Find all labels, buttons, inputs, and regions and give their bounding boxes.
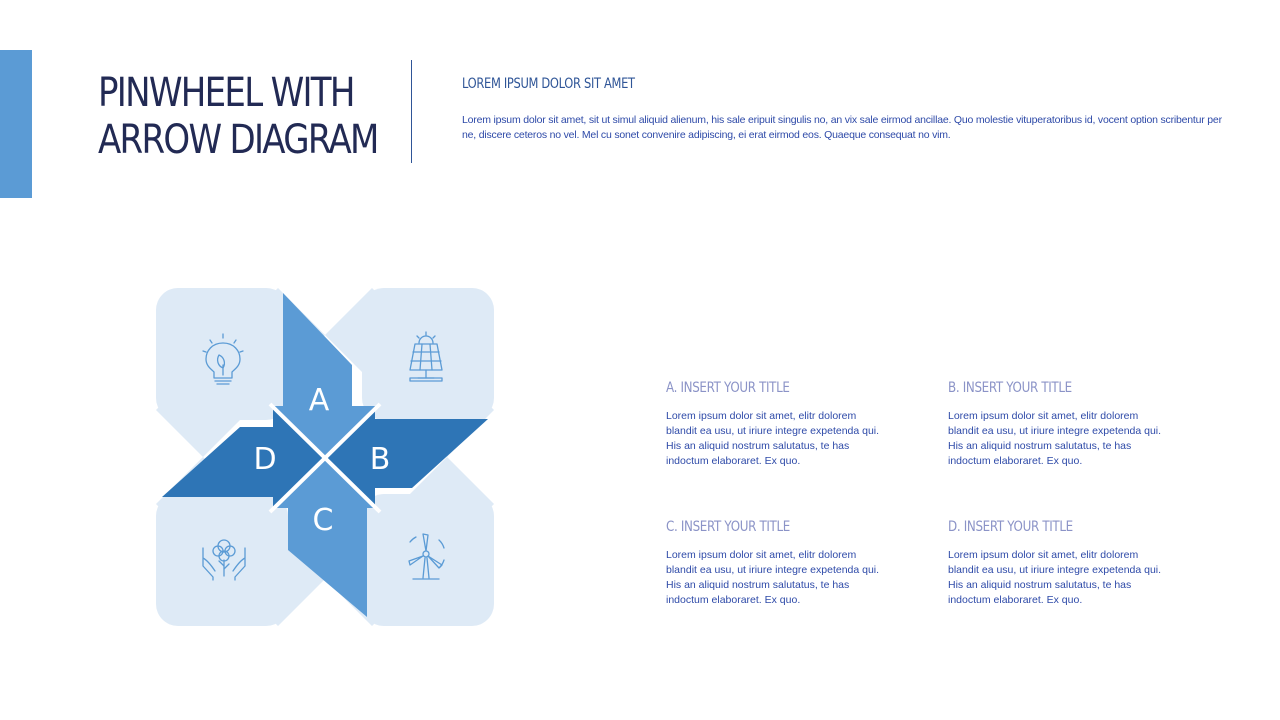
wind-turbine-icon (408, 533, 445, 580)
band-top-right (325, 288, 494, 457)
arrow-segment-c (273, 457, 378, 617)
item-b-text: Lorem ipsum dolor sit amet, elitr dolore… (948, 410, 1162, 467)
arrow-segment-d (162, 406, 325, 508)
segment-letter-b: B (370, 442, 391, 477)
page-title: PINWHEEL WITH ARROW DIAGRAM (98, 70, 379, 164)
lightbulb-leaf-icon (202, 333, 244, 385)
segment-letter-c: C (313, 503, 334, 538)
title-line-1: PINWHEEL WITH (98, 70, 355, 116)
separator-diagonal-2 (268, 402, 382, 514)
item-a-title: A. INSERT YOUR TITLE (666, 380, 790, 396)
band-bottom-right (325, 457, 494, 626)
band-bottom-left (156, 457, 325, 626)
item-d: D. INSERT YOUR TITLE Lorem ipsum dolor s… (948, 519, 1168, 608)
item-a-text: Lorem ipsum dolor sit amet, elitr dolore… (666, 410, 880, 467)
solar-panel-icon (409, 331, 443, 382)
item-d-title: D. INSERT YOUR TITLE (948, 519, 1073, 535)
item-a: A. INSERT YOUR TITLE Lorem ipsum dolor s… (666, 380, 886, 469)
title-line-2: ARROW DIAGRAM (98, 117, 379, 163)
pinwheel-svg: A B C D (156, 288, 494, 626)
band-top-left (156, 288, 325, 457)
item-b-title: B. INSERT YOUR TITLE (948, 380, 1072, 396)
arrow-segment-b (325, 406, 488, 508)
item-c-title: C. INSERT YOUR TITLE (666, 519, 790, 535)
item-b: B. INSERT YOUR TITLE Lorem ipsum dolor s… (948, 380, 1168, 469)
item-d-text: Lorem ipsum dolor sit amet, elitr dolore… (948, 549, 1162, 606)
pinwheel-diagram: A B C D (150, 282, 500, 632)
segment-letter-a: A (309, 383, 330, 418)
section-subtitle: LOREM IPSUM DOLOR SIT AMET (462, 76, 635, 92)
header-divider (411, 60, 412, 163)
segment-letter-d: D (253, 442, 276, 477)
arrow-segment-a (270, 293, 375, 457)
accent-bar (0, 50, 32, 198)
intro-paragraph: Lorem ipsum dolor sit amet, sit ut simul… (462, 114, 1222, 141)
hands-tree-icon (202, 539, 246, 581)
item-c-text: Lorem ipsum dolor sit amet, elitr dolore… (666, 549, 880, 606)
item-c: C. INSERT YOUR TITLE Lorem ipsum dolor s… (666, 519, 886, 608)
